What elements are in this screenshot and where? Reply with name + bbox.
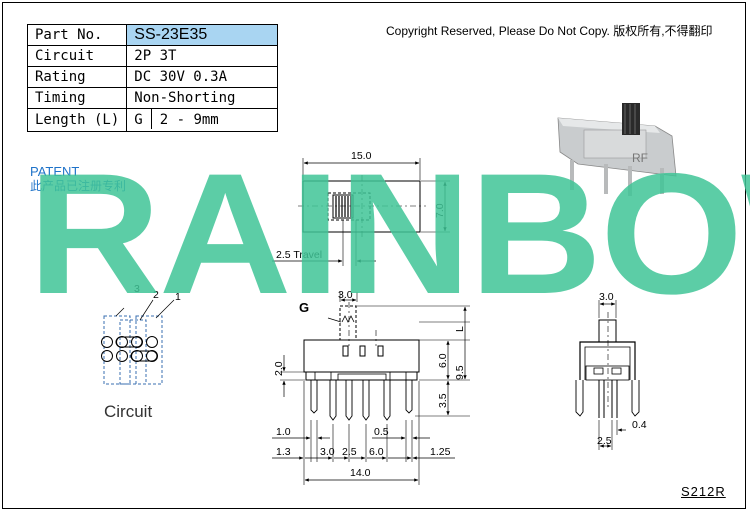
dim-pitch-3-0: 3.0 (320, 446, 335, 458)
circuit-pin-1: 1 (175, 291, 181, 303)
spec-label: Rating (26, 66, 128, 88)
dim-height-9-5: 9.5 (454, 365, 466, 380)
spec-value: 2P 3T (126, 45, 279, 67)
spec-value: G 2 - 9mm (126, 108, 279, 132)
patent-note: 此产品已注册专利 (30, 179, 127, 193)
front-view (272, 292, 470, 485)
patent-title: PATENT (30, 164, 80, 179)
spec-row-timing: Timing Non-Shorting (26, 87, 279, 109)
product-photo: RF (557, 103, 677, 196)
model-code: S212R (681, 484, 726, 499)
dim-pitch-6-0: 6.0 (369, 446, 384, 458)
dim-l-label: L (454, 326, 466, 332)
dim-right-1-25: 1.25 (430, 446, 451, 458)
spec-row-part-no: Part No. SS-23E35 (26, 24, 279, 46)
dim-top-height: 7.0 (434, 203, 446, 218)
dim-side-3-0: 3.0 (599, 291, 614, 303)
spec-row-rating: Rating DC 30V 0.3A (26, 66, 279, 88)
circuit-pin-2: 2 (153, 289, 159, 301)
copyright-notice: Copyright Reserved, Please Do Not Copy. … (386, 24, 713, 38)
dim-pitch-2-5: 2.5 (342, 446, 357, 458)
dim-g-label: G (299, 300, 309, 315)
length-range: 2 - 9mm (159, 112, 219, 128)
dim-left-1-0: 1.0 (276, 426, 291, 438)
dim-top-width: 15.0 (351, 150, 372, 162)
dim-right-0-5: 0.5 (374, 426, 389, 438)
spec-row-circuit: Circuit 2P 3T (26, 45, 279, 67)
rainbow-watermark: RAINBOW (28, 138, 750, 330)
spec-row-length: Length (L) G 2 - 9mm (26, 108, 279, 132)
patent-notice: PATENT 此产品已注册专利 (30, 164, 127, 194)
dim-height-6: 6.0 (437, 353, 449, 368)
circuit-label: Circuit (104, 402, 153, 421)
top-view (272, 158, 450, 266)
dim-left-1-3: 1.3 (276, 446, 291, 458)
dim-pin-3-5: 3.5 (437, 393, 449, 408)
dim-travel: 2.5 Travel (276, 249, 322, 261)
spec-table: Part No. SS-23E35 Circuit 2P 3T Rating D… (26, 24, 279, 132)
spec-value: DC 30V 0.3A (126, 66, 279, 88)
dim-height-2: 2.0 (273, 361, 285, 376)
length-code: G (134, 112, 143, 128)
dim-actuator-width: 3.0 (338, 289, 353, 301)
circuit-pin-3: 3 (134, 283, 140, 295)
circuit-diagram (101, 299, 175, 385)
dim-total-14: 14.0 (350, 467, 371, 479)
cell-divider (150, 109, 152, 129)
dim-side-0-4: 0.4 (632, 419, 647, 431)
dim-side-2-5: 2.5 (597, 435, 612, 447)
spec-label: Length (L) (26, 108, 128, 132)
side-view (575, 300, 640, 450)
photo-mark: RF (632, 151, 648, 165)
spec-label: Timing (26, 87, 128, 109)
